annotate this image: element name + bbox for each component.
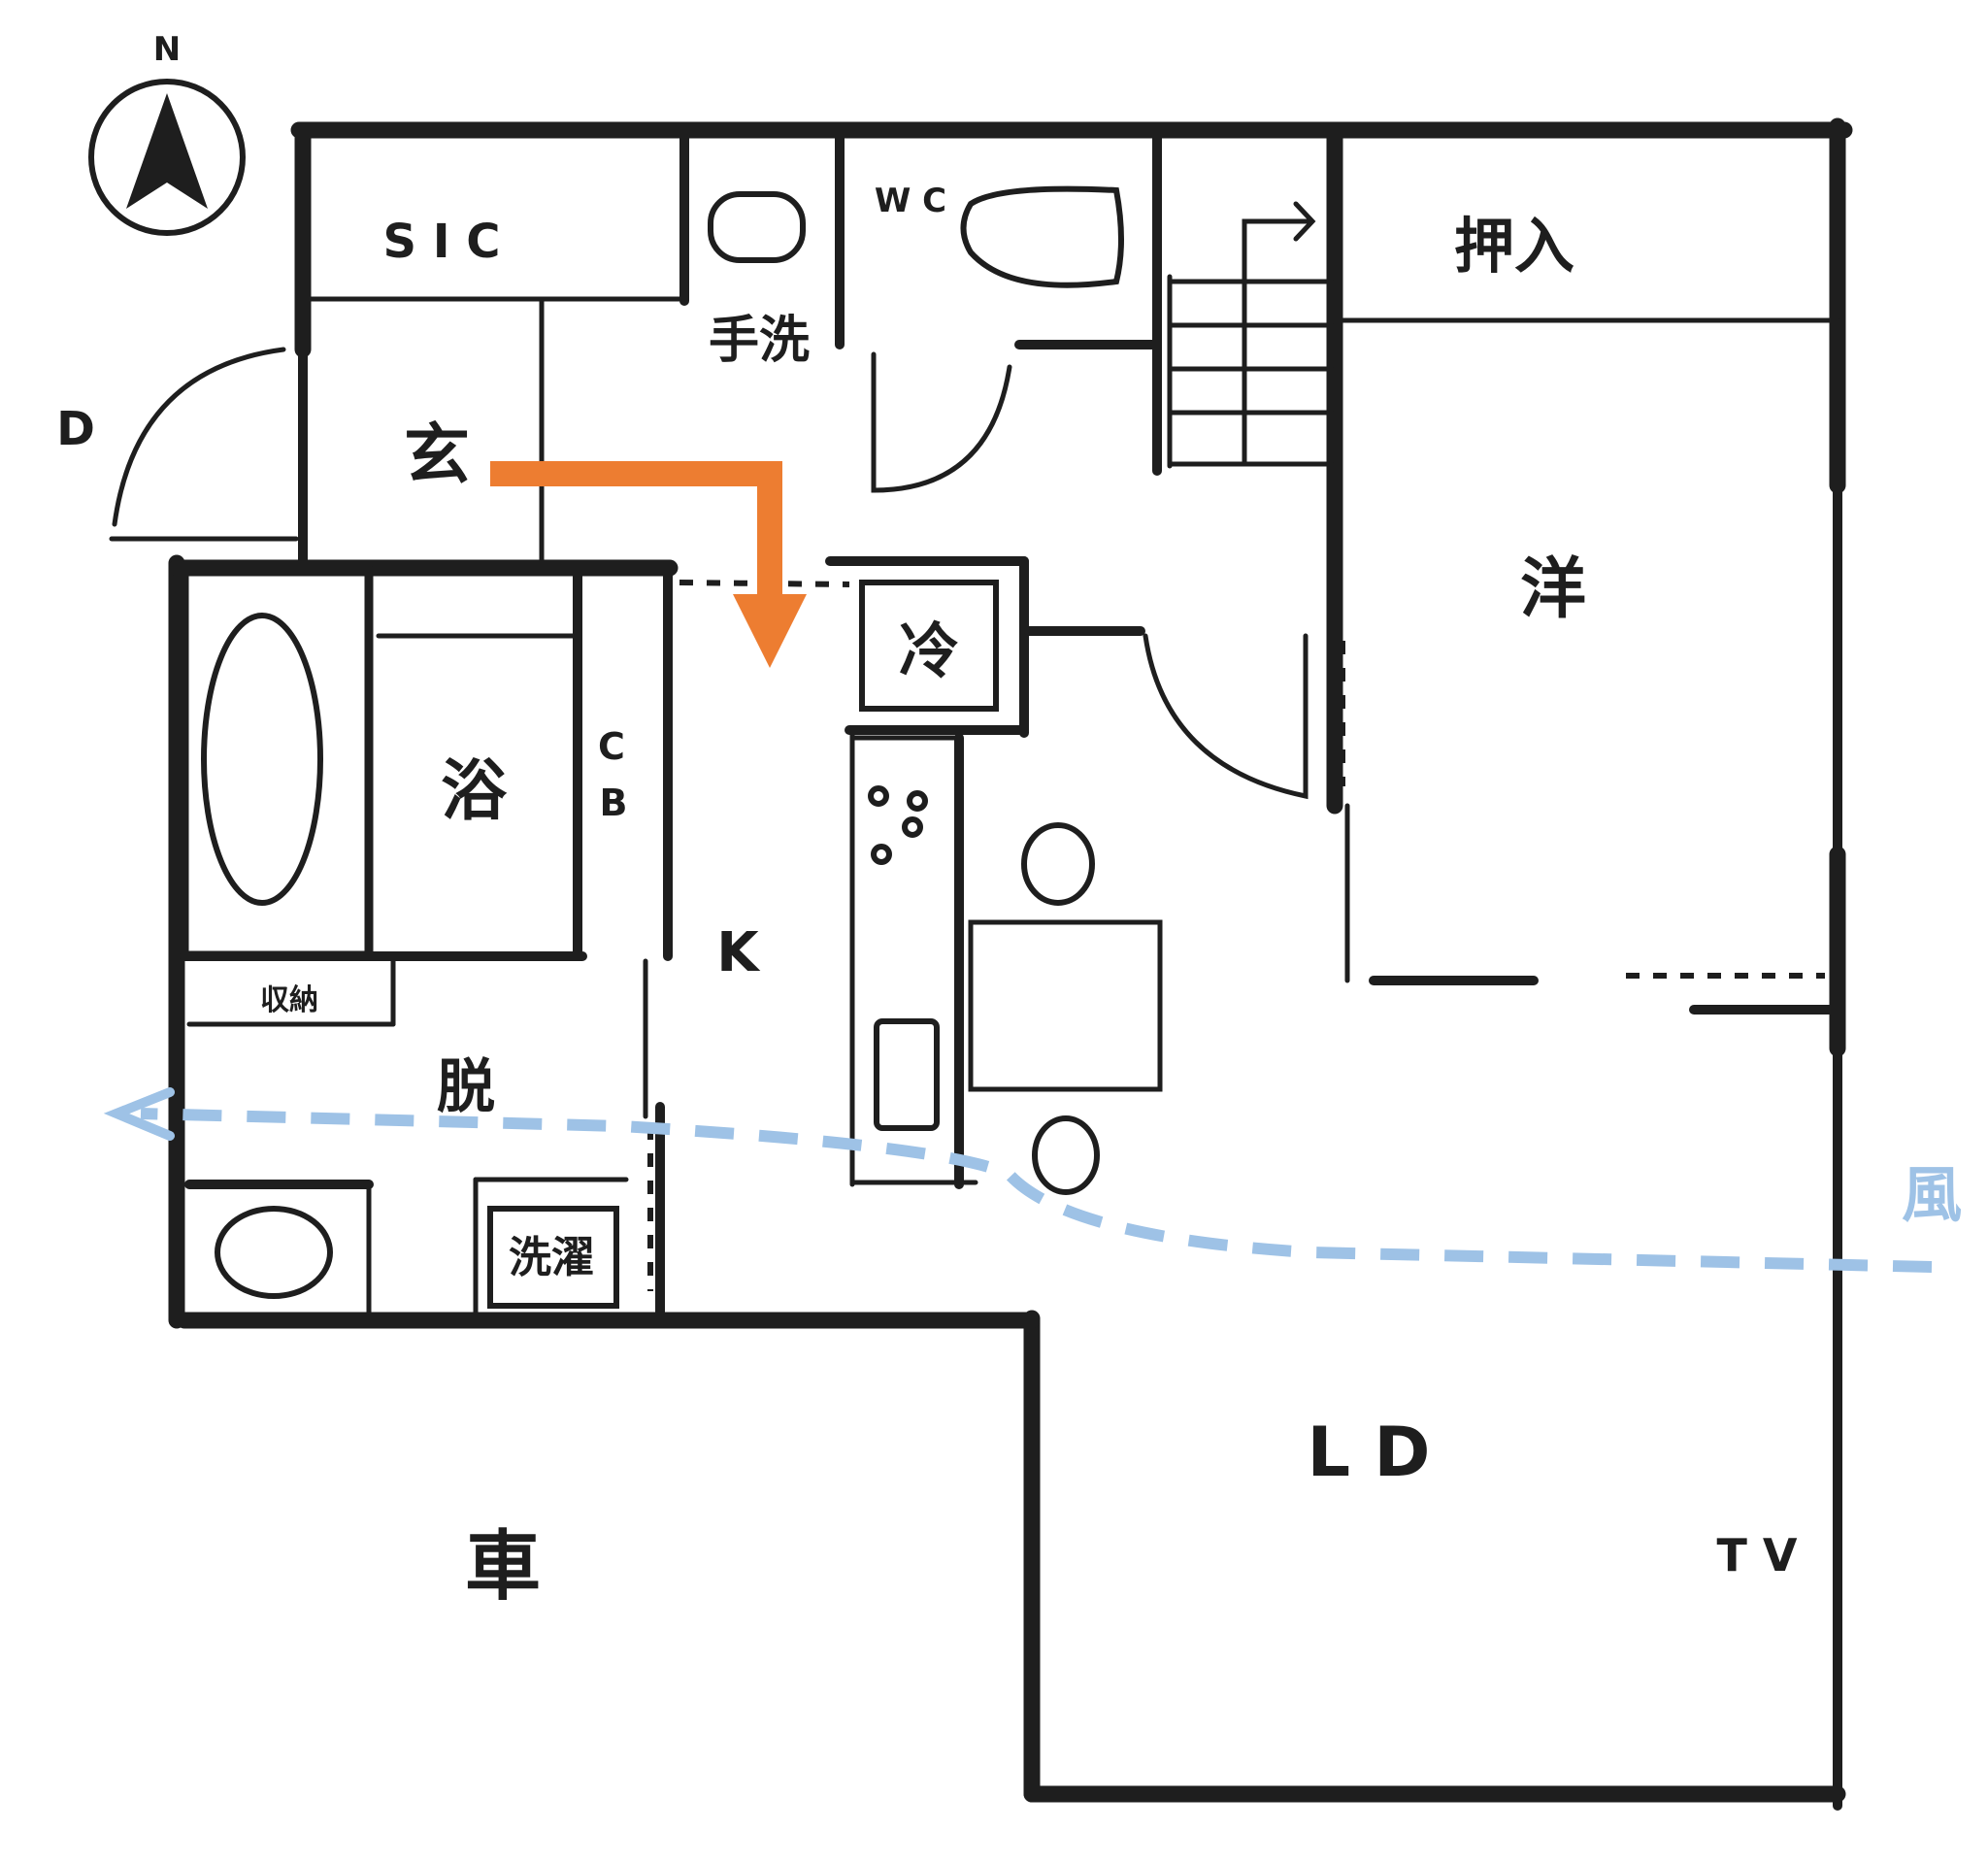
compass-ring — [88, 79, 246, 236]
toilet2-icon — [215, 1206, 333, 1299]
compass-north-label: N — [153, 30, 181, 69]
label-sic: S I C — [382, 215, 500, 269]
label-living-dining: L D — [1307, 1413, 1430, 1492]
fixtures — [183, 185, 1163, 1309]
label-entrance: 玄 — [404, 417, 470, 494]
label-cupboard-b: B — [600, 782, 628, 824]
stair-direction-arrow-icon — [1242, 201, 1316, 467]
north-arrow-icon — [126, 93, 208, 209]
label-storage: 収納 — [260, 983, 318, 1017]
bathtub-frame — [183, 570, 370, 956]
kitchen-sink-icon — [874, 1018, 940, 1131]
label-western-room: 洋 — [1520, 551, 1586, 628]
wc-door-swing — [871, 351, 1012, 493]
dining-chair-icon — [1021, 822, 1095, 906]
label-fridge: 冷 — [899, 615, 959, 686]
label-closet: 押入 — [1454, 211, 1574, 282]
exterior-walls — [168, 117, 1853, 1811]
stove-burner-icon — [868, 785, 889, 807]
label-cupboard-c: C — [598, 725, 625, 768]
doors — [109, 347, 1309, 800]
wind-flow-line — [140, 1108, 1933, 1273]
label-handwash: 手洗 — [709, 312, 810, 370]
stove-burner-icon-2 — [907, 790, 928, 812]
wind-label: 風 — [1902, 1159, 1962, 1230]
label-wc: W C — [875, 182, 946, 220]
dining-table-icon — [968, 919, 1163, 1092]
stove-burner-icon-4 — [871, 844, 892, 865]
label-car: 車 — [465, 1523, 541, 1611]
stove-burner-icon-3 — [902, 816, 923, 838]
entry-route — [490, 461, 807, 668]
entry-route-line — [490, 461, 782, 612]
western-door-swing — [1143, 633, 1309, 800]
front-door-swing — [112, 347, 286, 527]
toilet-icon — [960, 185, 1124, 288]
interior-walls — [180, 121, 1842, 1320]
bathtub-icon — [201, 613, 323, 906]
dining-chair-icon-2 — [1032, 1115, 1100, 1195]
compass: N — [88, 30, 246, 236]
dotted-openings — [647, 580, 1825, 1291]
room-labels: S I C W C 手洗 押入 玄 洋 冷 浴 C B K 収納 脱 洗濯 L … — [56, 182, 1798, 1611]
wind-flow: 風 — [103, 1087, 1962, 1273]
label-entry-marker: D — [56, 402, 95, 456]
handwash-sink-icon — [708, 191, 806, 263]
label-dressing: 脱 — [437, 1053, 495, 1121]
label-kitchen: K — [716, 921, 761, 984]
laundry-machine-icon — [487, 1206, 619, 1309]
staircase — [1167, 201, 1335, 469]
label-bath: 浴 — [441, 753, 508, 830]
label-tv: T V — [1717, 1529, 1798, 1581]
fridge-box — [859, 580, 999, 712]
label-laundry: 洗濯 — [509, 1233, 594, 1282]
entry-route-arrowhead-icon — [733, 594, 807, 668]
wind-arrowhead-icon — [103, 1087, 175, 1141]
